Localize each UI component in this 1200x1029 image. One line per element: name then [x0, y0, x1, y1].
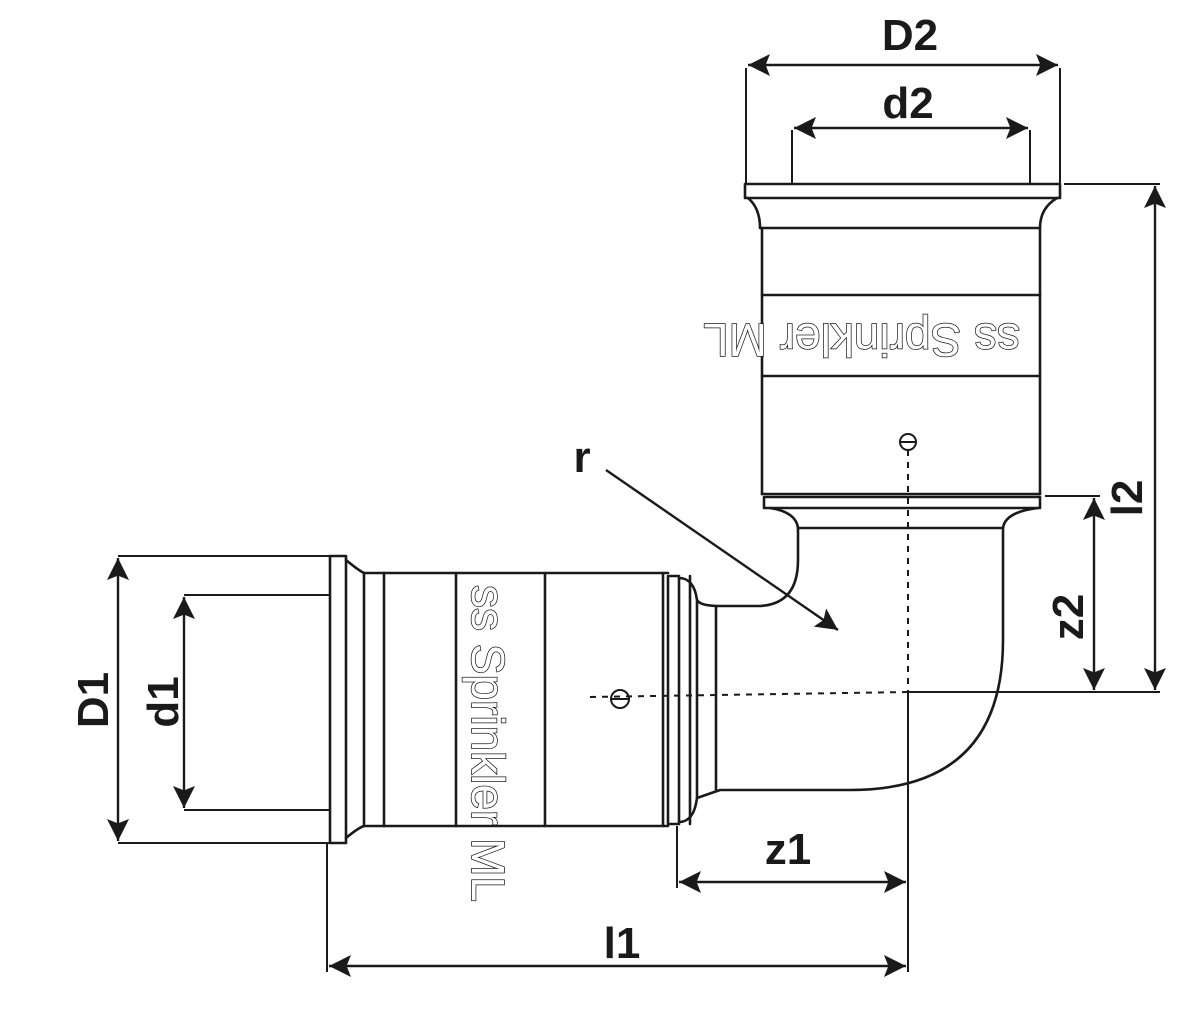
- label-d2: d2: [882, 79, 933, 128]
- dimension-D1: D1: [69, 555, 330, 844]
- label-d1: d1: [139, 676, 188, 727]
- horizontal-press-sleeve: ss Sprinkler ML: [328, 554, 699, 903]
- dimension-l1: l1: [326, 843, 906, 977]
- elbow-body: [695, 526, 1005, 800]
- dimension-D2: D2: [745, 11, 1061, 184]
- label-D1: D1: [69, 672, 118, 728]
- label-l2: l2: [1103, 480, 1152, 517]
- dimension-l2: l2: [1064, 183, 1166, 690]
- dimension-z1: z1: [676, 825, 906, 893]
- label-z2: z2: [1044, 594, 1093, 640]
- label-r: r: [573, 433, 590, 482]
- vertical-press-sleeve: ss Sprinkler ML: [702, 182, 1062, 530]
- label-z1: z1: [765, 825, 811, 874]
- label-l1: l1: [604, 919, 641, 968]
- centerlines: [589, 433, 1160, 972]
- horizontal-imprint: ss Sprinkler ML: [462, 585, 514, 902]
- dimension-z2: z2: [1044, 495, 1105, 690]
- vertical-imprint: ss Sprinkler ML: [703, 314, 1020, 366]
- label-D2: D2: [882, 11, 938, 60]
- dimension-d1: d1: [139, 594, 330, 811]
- dimension-d2: d2: [791, 79, 1031, 184]
- dimension-r: r: [573, 433, 839, 631]
